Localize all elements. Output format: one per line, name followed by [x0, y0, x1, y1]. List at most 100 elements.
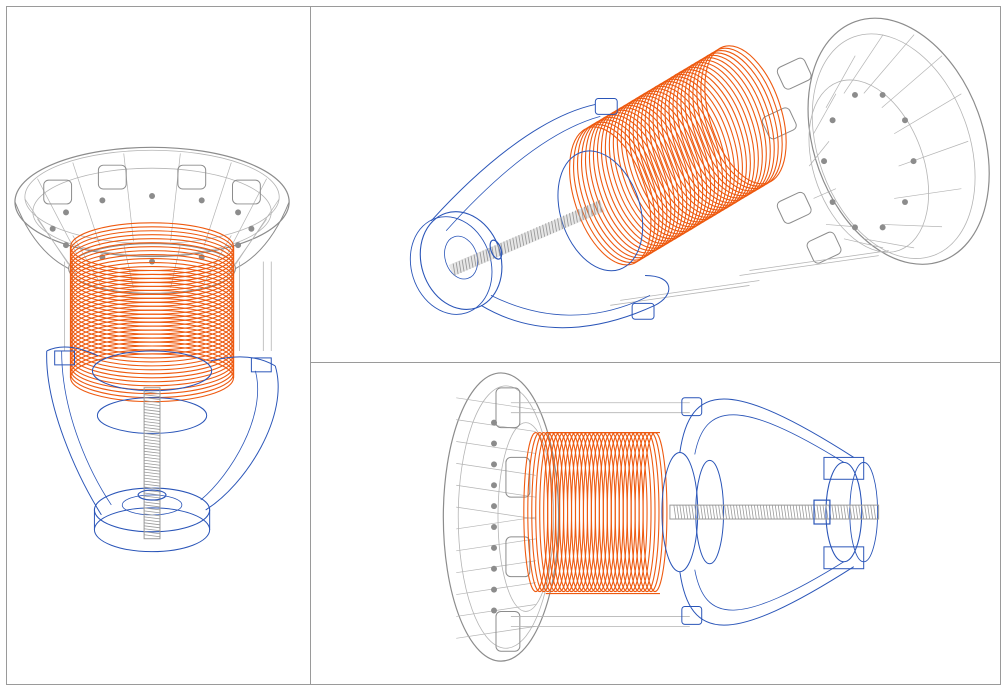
rod-thread [580, 207, 584, 220]
frame-arm-top-left [46, 346, 99, 357]
rod-thread [688, 505, 692, 520]
rod-thread [566, 214, 569, 227]
viewport-left[interactable] [6, 6, 311, 685]
frame-part [46, 346, 279, 553]
rod-thread [144, 468, 161, 472]
rod-thread [144, 492, 161, 496]
shell-bolt [491, 607, 497, 614]
shell-rib [825, 224, 856, 228]
rod-thread [777, 505, 781, 520]
rod-thread [144, 453, 161, 457]
rod-thread [144, 409, 161, 412]
shell-bolt [879, 91, 886, 98]
coil-winding [696, 50, 779, 190]
shell-bolt [491, 544, 497, 551]
rod-thread [724, 505, 727, 520]
rod-thread [144, 528, 161, 532]
rod-thread [494, 245, 498, 258]
rod-thread [144, 513, 161, 517]
rod-thread [482, 250, 486, 263]
shell-rib [456, 516, 536, 530]
shell-pocket [505, 456, 531, 498]
frame-hub [444, 235, 479, 280]
rod-thread [467, 257, 471, 270]
guide-rail [749, 250, 889, 271]
wireframe-vertical-view [14, 146, 290, 553]
frame-base-ring-lower [409, 216, 493, 315]
rod-thread [569, 213, 572, 226]
rod-thread [792, 505, 796, 520]
shell-rib [863, 34, 915, 94]
rod-thread [768, 505, 772, 520]
frame-block [594, 97, 618, 115]
rod-thread [536, 227, 540, 240]
shell-bolt [491, 419, 497, 426]
coil-winding [616, 97, 700, 237]
viewport-bottom-right[interactable] [310, 362, 1001, 685]
rod-thread [144, 447, 161, 451]
frame-arm-top-right [210, 356, 276, 367]
rod-thread [780, 505, 784, 520]
frame-arm-top [430, 103, 596, 222]
rod-body [669, 504, 880, 520]
shell-bolt [198, 197, 205, 204]
guide-rail [610, 285, 750, 306]
rod-nut [813, 499, 831, 525]
rod-thread [509, 238, 513, 251]
coil-winding [569, 126, 652, 266]
coil-winding [632, 88, 716, 228]
rod-thread [855, 505, 859, 520]
rod-thread [144, 415, 161, 418]
rod-thread [765, 505, 769, 520]
coil-winding [608, 102, 692, 242]
rod-thread [840, 505, 844, 520]
rod-thread [858, 505, 862, 520]
rod-thread [515, 236, 519, 249]
rod-thread [685, 505, 689, 520]
rod-thread [709, 505, 713, 520]
rod-thread [819, 505, 823, 520]
rod-thread [586, 205, 590, 218]
rod-thread [798, 505, 802, 520]
frame-mid-ring [96, 397, 208, 434]
coil-winding [700, 47, 783, 187]
rod-thread [810, 505, 814, 520]
frame-arm-left [46, 350, 102, 516]
rod-thread [545, 223, 549, 236]
rod-thread [503, 241, 507, 254]
rod-thread [864, 505, 868, 520]
shell-rim [442, 372, 560, 662]
shell-rib [813, 188, 837, 199]
coil-winding [656, 73, 739, 213]
shell-rib [808, 141, 830, 167]
coil-winding [664, 69, 747, 209]
rod-thread [557, 218, 560, 231]
coil-winding [672, 64, 755, 204]
shell-rim [14, 146, 290, 258]
coil-winding [660, 71, 743, 211]
coil-winding [680, 59, 763, 199]
rod-thread [783, 505, 787, 520]
rod-thread [822, 505, 826, 520]
rod-thread [533, 228, 537, 241]
coil-winding [652, 76, 735, 216]
shell-rib [881, 55, 943, 109]
coil-winding [624, 92, 708, 233]
rod-thread [144, 406, 161, 409]
frame-arm-top-inner [445, 116, 601, 232]
rod-thread [530, 229, 534, 242]
shell-bolt [63, 242, 69, 249]
shell-side-left [14, 201, 69, 269]
frame-block [823, 456, 865, 480]
coil-winding [644, 81, 727, 221]
shell-rib [863, 238, 915, 249]
frame-block [631, 302, 655, 320]
rod-thread [721, 505, 724, 520]
rod-thread [846, 505, 850, 520]
rod-thread [144, 436, 161, 439]
rod-thread [786, 505, 790, 520]
viewport-top-right[interactable] [310, 6, 1001, 363]
rod-thread [144, 477, 161, 481]
rod-thread [762, 505, 766, 520]
